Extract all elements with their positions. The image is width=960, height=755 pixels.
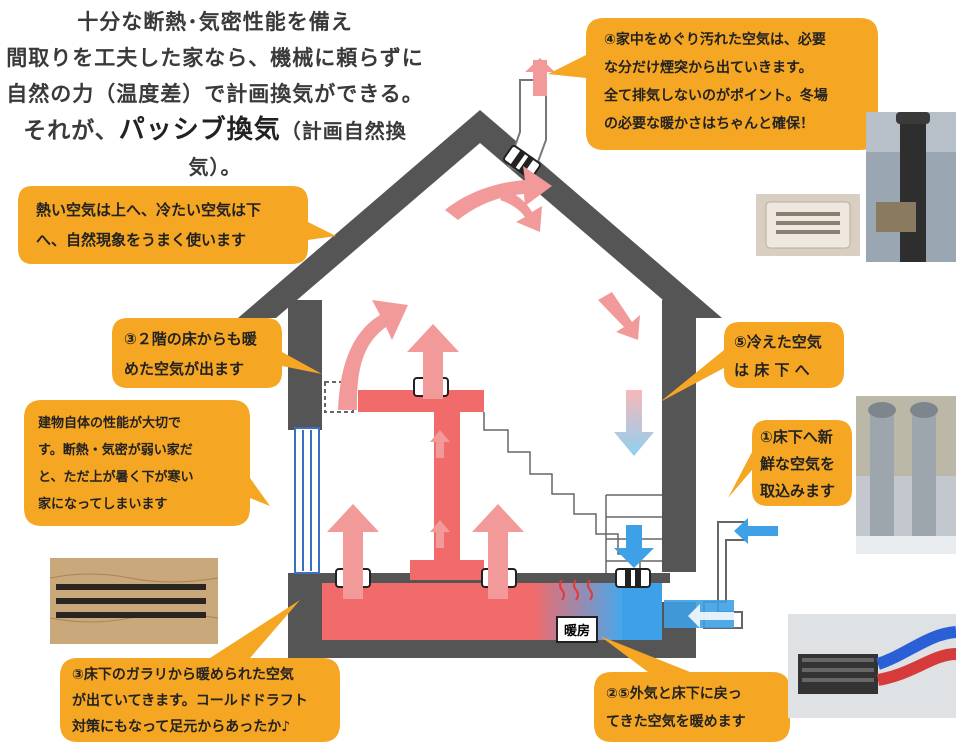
bubble-warming-line: ②⑤外気と床下に戻っ: [606, 686, 742, 702]
bubble-fresh-air-text: ①床下へ新 鮮な空気を 取込みます: [760, 424, 835, 505]
photo-chimney: [866, 112, 956, 262]
bubble-floor-gallery: [60, 600, 340, 742]
warm-arrow-split: [500, 190, 542, 232]
headline-line-2: 間取りを工夫した家なら、機械に頼らずに: [6, 46, 424, 70]
bubble-second-floor: [112, 318, 322, 388]
bubble-fresh-air-line: ①床下へ新: [760, 428, 833, 446]
bubble-second-floor-line: めた空気が出ます: [124, 360, 245, 378]
photo-floor-gallery: [50, 558, 218, 644]
headline-prefix: それが、: [23, 118, 119, 144]
fresh-air-arrow-in: [734, 518, 778, 544]
bubble-floor-gallery-line: が出ていてきます。コールドドラフト: [72, 693, 308, 709]
bubble-chimney-line: な分だけ煙突から出ていきます。: [604, 60, 813, 76]
bubble-performance-line: す。断熱・気密が弱い家だ: [38, 443, 193, 458]
bubble-warming-text: ②⑤外気と床下に戻っ てきた空気を暖めます: [606, 680, 746, 736]
headline: 十分な断熱･気密性能を備え 間取りを工夫した家なら、機械に頼らずに 自然の力（温…: [0, 0, 430, 185]
bubble-performance-line: 建物自体の性能が大切で: [38, 416, 182, 431]
speech-bubbles: [18, 18, 878, 742]
warm-arrow-down-right: [598, 292, 640, 340]
bubble-hot-air: [18, 186, 336, 264]
headline-suffix: （計画自然換気）。: [188, 119, 407, 179]
warm-air-arrows: [327, 58, 640, 599]
warm-arrow-curved-left: [338, 300, 408, 410]
left-window: [294, 427, 320, 574]
bubble-cold-air: [660, 322, 844, 402]
bubble-floor-gallery-line: ③床下のガラリから暖められた空気: [72, 667, 294, 683]
bubble-cold-air-text: ⑤冷えた空気 は 床 下 へ: [734, 328, 822, 384]
bubble-warming-line: てきた空気を暖めます: [606, 714, 746, 730]
bubble-performance-line: と、ただ上が暑く下が寒い: [38, 470, 194, 485]
vent-chimney: [503, 145, 541, 179]
bubble-chimney-line: ④家中をめぐり汚れた空気は、必要: [604, 32, 826, 48]
bubble-cold-air-line: ⑤冷えた空気: [734, 333, 822, 351]
vent-floor-3: [615, 568, 651, 588]
bubble-fresh-air: [728, 420, 852, 506]
bubble-performance-line: 家になってしまいます: [38, 497, 168, 512]
foundation: [288, 640, 696, 658]
bubble-hot-air-line: へ、自然現象をうまく使います: [36, 231, 247, 249]
bubble-fresh-air-line: 取込みます: [760, 482, 836, 500]
bubble-warming: [594, 636, 790, 742]
bubble-chimney-line: 全て排気しないのがポイント。冬場: [604, 88, 828, 104]
cool-air-arrow-to-floor: [614, 525, 654, 568]
photo-wall-vent: [756, 194, 860, 256]
warm-arrow-center-floor: [472, 504, 524, 599]
right-upper-wall: [662, 300, 696, 572]
central-warm-column: [358, 390, 484, 580]
bubble-hot-air-line: 熱い空気は上へ、冷たい空気は下: [36, 201, 262, 219]
fresh-air-arrow-floor: [688, 604, 734, 628]
small-arrow-column-2: [430, 520, 450, 548]
photo-intake-pipes: [856, 396, 956, 554]
chimney-exhaust-head: [525, 58, 555, 72]
photo-heater-pipes: [788, 614, 956, 718]
bubble-cold-air-line: は 床 下 へ: [734, 361, 810, 379]
bubble-second-floor-line: ③２階の床からも暖: [124, 330, 257, 348]
bubble-chimney-line: の必要な暖かさはちゃんと確保！: [604, 116, 814, 132]
staircase: [483, 412, 641, 574]
headline-line-4: それが、パッシブ換気（計画自然換気）。: [0, 112, 430, 185]
bubble-floor-gallery-text: ③床下のガラリから暖められた空気 が出ていてきます。コールドドラフト 対策にもな…: [72, 662, 308, 740]
bubble-hot-air-text: 熱い空気は上へ、冷たい空気は下 へ、自然現象をうまく使います: [36, 195, 261, 255]
headline-strong: パッシブ換気: [118, 115, 281, 145]
bubble-fresh-air-line: 鮮な空気を: [760, 455, 836, 473]
bubble-performance: [24, 400, 270, 526]
warm-arrow-to-chimney: [445, 166, 552, 220]
bubble-floor-gallery-line: 対策にもなって足元からあったか♪: [72, 719, 291, 735]
warm-arrow-left-floor: [327, 504, 379, 599]
headline-line-1: 十分な断熱･気密性能を備え: [77, 10, 353, 34]
cool-air-arrow-down: [614, 390, 654, 456]
bubble-chimney-text: ④家中をめぐり汚れた空気は、必要 な分だけ煙突から出ていきます。 全て排気しない…: [604, 26, 828, 138]
bubble-chimney: [548, 18, 878, 150]
bubble-second-floor-text: ③２階の床からも暖 めた空気が出ます: [124, 324, 257, 384]
warm-arrow-second-floor: [407, 324, 459, 399]
heat-waves: [559, 579, 593, 601]
small-arrow-column-1: [430, 430, 450, 458]
house-frame: [238, 110, 722, 658]
headline-line-3: 自然の力（温度差）で計画換気ができる。: [6, 82, 424, 106]
heater-label: 暖房: [556, 616, 599, 643]
bubble-performance-text: 建物自体の性能が大切で す。断熱・気密が弱い家だ と、ただ上が暑く下が寒い 家に…: [38, 410, 193, 518]
